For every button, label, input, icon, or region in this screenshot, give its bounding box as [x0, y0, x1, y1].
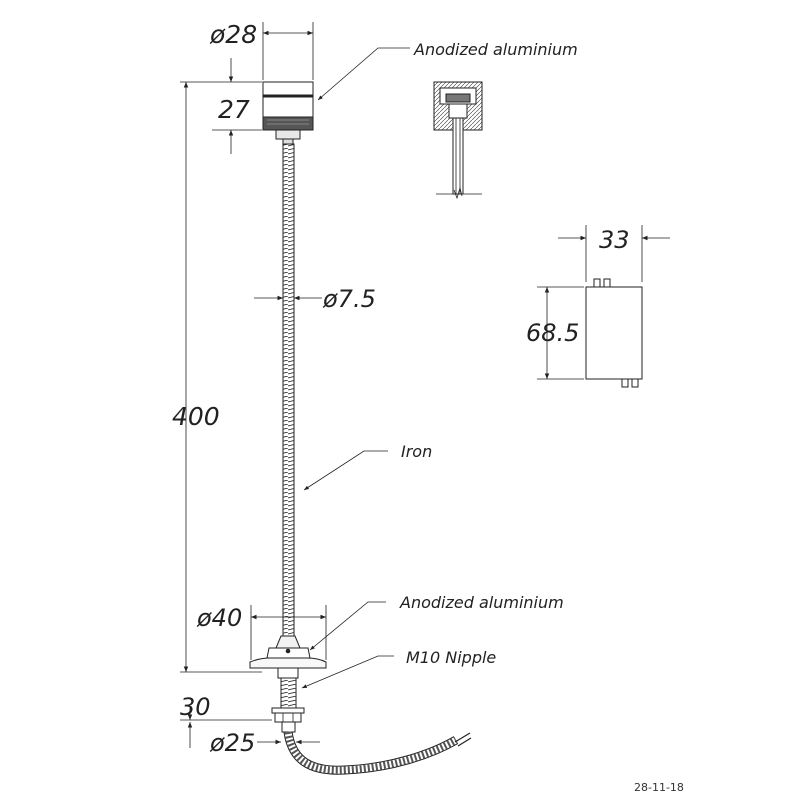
base-material-callout: Anodized aluminium [309, 593, 564, 651]
head-diameter-dimension: ø28 [209, 20, 314, 80]
head-height-dimension: 27 [180, 58, 262, 154]
m10-nipple [271, 677, 305, 733]
nipple-label: M10 Nipple [406, 648, 496, 667]
base-material-label: Anodized aluminium [399, 593, 564, 612]
driver-height-dimension: 68.5 [526, 286, 584, 380]
nipple-length-dimension: 30 [180, 693, 272, 748]
rod-diameter-label: ø7.5 [322, 285, 376, 313]
total-length-dimension: 400 [172, 82, 262, 673]
driver-width-label: 33 [599, 226, 630, 254]
drawing-date: 28-11-18 [634, 781, 684, 794]
head-section-detail [433, 81, 483, 200]
driver-width-dimension: 33 [558, 225, 670, 282]
nipple-diameter-dimension: ø25 [209, 729, 320, 757]
rod-material-callout: Iron [303, 442, 432, 491]
nipple-length-label: 30 [180, 693, 211, 721]
base-diameter-dimension: ø40 [196, 604, 327, 660]
threaded-rod [282, 143, 295, 645]
rod-material-label: Iron [401, 442, 432, 461]
nipple-diameter-label: ø25 [209, 729, 255, 757]
head-material-label: Anodized aluminium [413, 40, 578, 59]
head-material-callout: Anodized aluminium [317, 40, 578, 101]
driver-box [585, 278, 643, 388]
lamp-head [262, 81, 314, 145]
base-flange [249, 635, 327, 679]
rod-diameter-dimension: ø7.5 [254, 285, 376, 313]
base-diameter-label: ø40 [196, 604, 242, 632]
head-diameter-label: ø28 [209, 20, 257, 49]
head-height-label: 27 [218, 95, 250, 124]
braided-cable [283, 731, 472, 775]
total-length-label: 400 [172, 402, 220, 431]
driver-height-label: 68.5 [526, 319, 579, 347]
nipple-callout: M10 Nipple [301, 648, 496, 689]
